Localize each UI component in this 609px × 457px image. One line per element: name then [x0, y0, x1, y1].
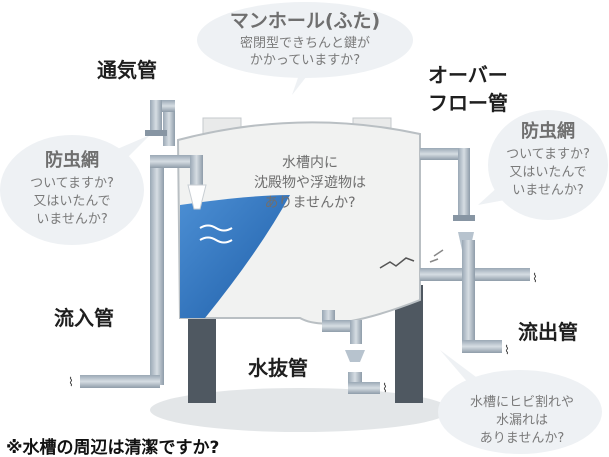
svg-text:⌇: ⌇ [504, 343, 510, 357]
cracks-bubble-line3: ありませんか? [479, 431, 565, 446]
screen-right-bubble-line1: ついてますか? [506, 147, 590, 162]
outlet-pipe-label: 流出管 [518, 320, 578, 344]
inlet-pipe-label: 流入管 [54, 306, 114, 330]
vent-pipe-label: 通気管 [97, 58, 157, 82]
cracks-bubble-line2: 水漏れは [495, 413, 549, 428]
screen-left-bubble [0, 135, 144, 245]
sediment-bubble-line3: ありませんか? [264, 195, 356, 211]
ground-shadow [150, 388, 450, 432]
manhole-bubble-line1: 密閉型できちんと鍵が [239, 36, 371, 51]
inlet-pipe [150, 160, 164, 385]
screen-right-bubble [488, 110, 608, 220]
footnote: ※水槽の周辺は清潔ですか? [6, 438, 220, 457]
tank-crack [379, 257, 415, 269]
svg-text:⌇: ⌇ [532, 271, 538, 285]
screen-right-bubble-line3: いませんか? [512, 183, 584, 198]
sediment-bubble-line1: 水槽内に [282, 155, 338, 171]
overflow-pipe-label-line2: フロー管 [428, 91, 508, 115]
overflow-pipe [420, 148, 466, 160]
drain-pipe-label: 水抜管 [248, 356, 308, 380]
svg-text:⌇: ⌇ [68, 375, 74, 389]
screen-left-bubble-title: 防虫網 [45, 150, 99, 171]
sediment-bubble-line2: 沈殿物や浮遊物は [254, 175, 366, 191]
manhole-bubble-title: マンホール(ふた) [229, 10, 381, 32]
svg-text:⌇: ⌇ [382, 381, 388, 395]
cracks-bubble [438, 370, 602, 454]
screen-left-bubble-line2: 又はいたんで [33, 194, 111, 209]
manhole-bubble-line2: かかっていますか? [249, 53, 361, 68]
screen-right-bubble-title: 防虫網 [521, 121, 575, 142]
manhole-bubble [197, 2, 413, 78]
screen-left-bubble-line3: いませんか? [36, 212, 108, 227]
cracks-bubble-line1: 水槽にヒビ割れや [469, 395, 575, 410]
screen-right-bubble-line2: 又はいたんで [509, 165, 587, 180]
overflow-pipe-label-line1: オーバー [428, 63, 508, 87]
screen-left-bubble-line1: ついてますか? [30, 176, 114, 191]
